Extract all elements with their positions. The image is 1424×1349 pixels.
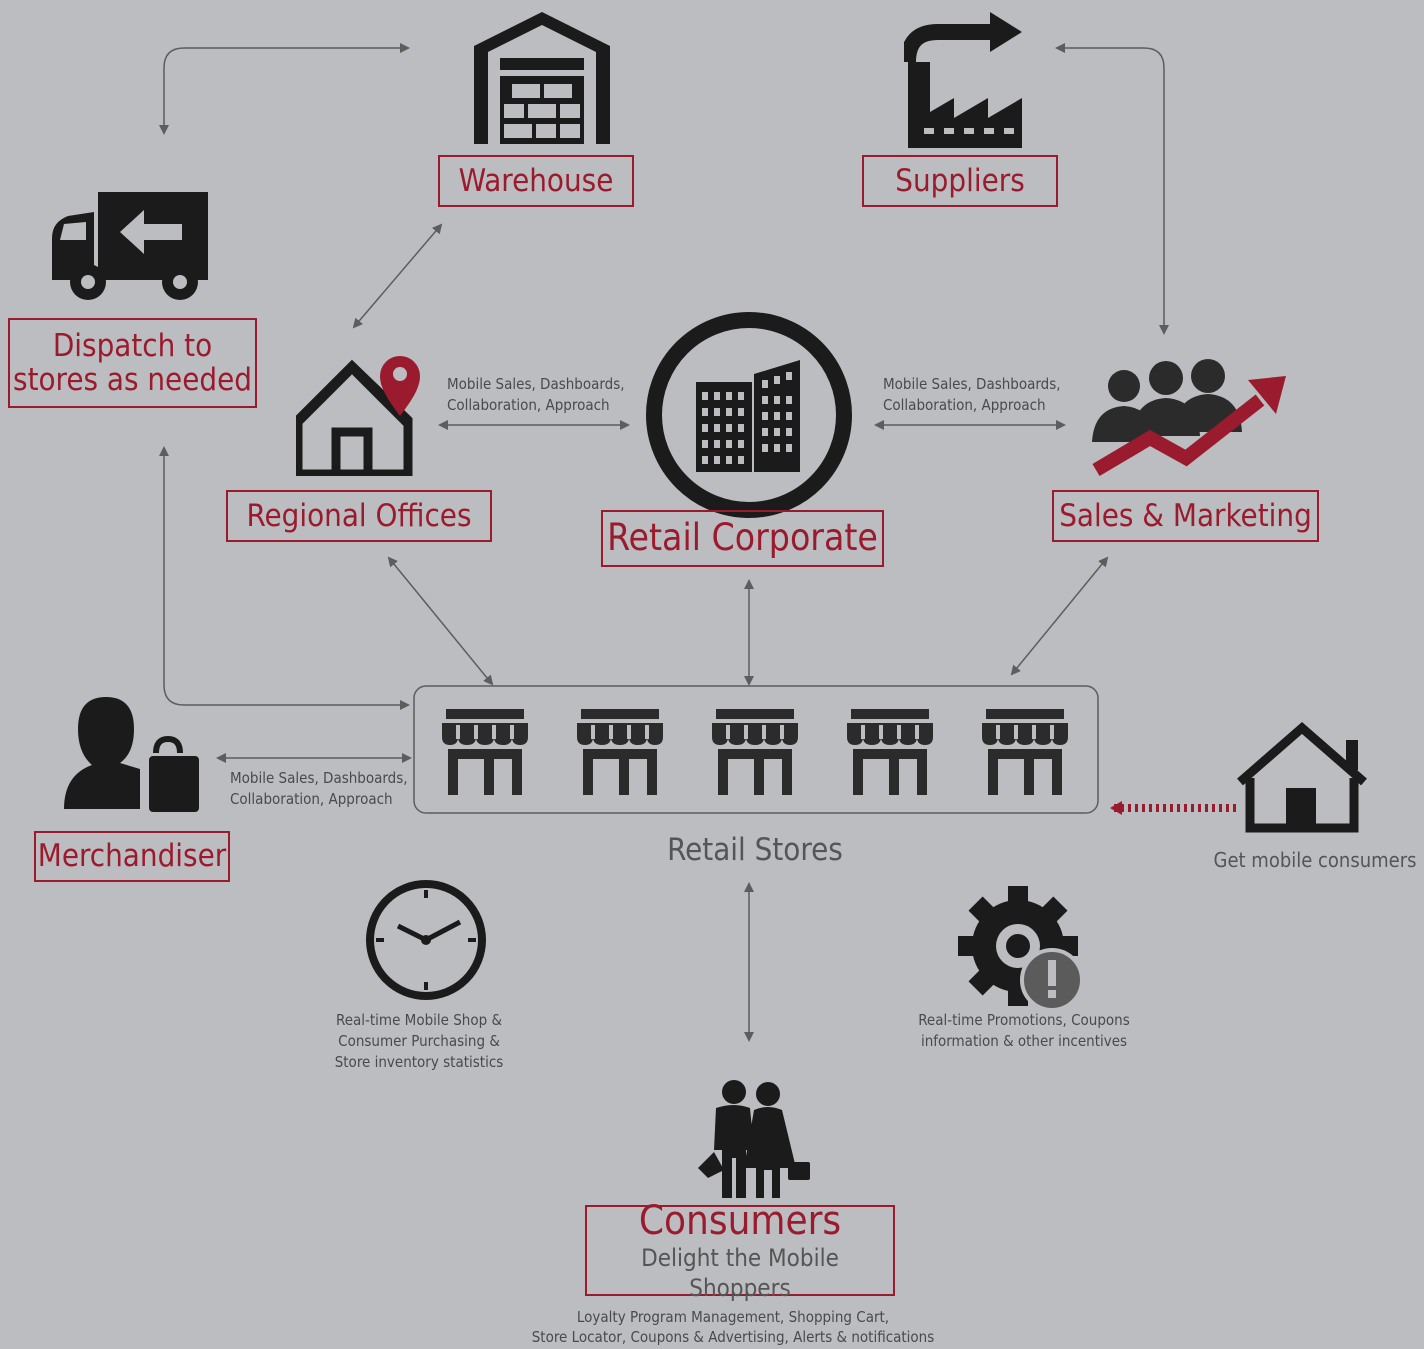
note-line: Collaboration, Approach <box>230 790 393 808</box>
shoppers-icon <box>698 1080 810 1198</box>
corporate-building-icon <box>646 312 852 518</box>
arrow-sales-stores <box>1010 556 1109 676</box>
retail-stores-label: Retail Stores <box>667 832 843 868</box>
note-line: Store inventory statistics <box>334 1053 504 1071</box>
truck-icon <box>52 192 208 300</box>
note-line: Mobile Sales, Dashboards, <box>447 375 625 393</box>
store-icon <box>442 709 528 795</box>
regional-offices-label: Regional Offices <box>226 490 492 542</box>
store-icon <box>577 709 663 795</box>
sales-marketing-label: Sales & Marketing <box>1052 490 1319 542</box>
home-icon <box>1237 722 1367 833</box>
consumers-subtitle: Delight the Mobile Shoppers <box>641 1243 839 1302</box>
dispatch-line-1: Dispatch to <box>52 327 213 364</box>
merchandiser-label: Merchandiser <box>34 831 230 882</box>
note-gear: Real-time Promotions, Coupons informatio… <box>890 1010 1158 1052</box>
suppliers-label: Suppliers <box>862 155 1058 207</box>
merchandiser-icon <box>64 697 201 814</box>
note-line: Mobile Sales, Dashboards, <box>230 769 408 787</box>
retail-stores-panel <box>413 685 1099 814</box>
gear-alert-icon <box>958 886 1084 1012</box>
warehouse-icon <box>474 12 610 144</box>
factory-icon <box>904 12 1022 148</box>
house-pin-icon <box>296 356 420 476</box>
note-line: Loyalty Program Management, Shopping Car… <box>576 1308 890 1326</box>
note-corporate-sales: Mobile Sales, Dashboards, Collaboration,… <box>883 374 1061 416</box>
store-icon <box>982 709 1068 795</box>
arrow-regional-stores <box>387 556 494 686</box>
note-line: Store Locator, Coupons & Advertising, Al… <box>531 1328 935 1346</box>
note-line: Mobile Sales, Dashboards, <box>883 375 1061 393</box>
consumers-title: Consumers <box>638 1197 842 1244</box>
clock-icon <box>366 880 486 1000</box>
note-consumers: Loyalty Program Management, Shopping Car… <box>500 1307 966 1347</box>
note-regional-corporate: Mobile Sales, Dashboards, Collaboration,… <box>447 374 625 416</box>
consumers-label: Consumers Delight the Mobile Shoppers <box>585 1199 895 1302</box>
note-line: Collaboration, Approach <box>447 396 610 414</box>
mobile-consumers-label: Get mobile consumers <box>1213 848 1417 872</box>
note-line: information & other incentives <box>920 1032 1128 1050</box>
retail-corporate-label: Retail Corporate <box>601 510 884 567</box>
note-line: Consumer Purchasing & <box>338 1032 500 1050</box>
note-clock: Real-time Mobile Shop & Consumer Purchas… <box>300 1010 538 1073</box>
dispatch-label: Dispatch to stores as needed <box>8 318 257 408</box>
note-merchandiser-stores: Mobile Sales, Dashboards, Collaboration,… <box>230 768 408 810</box>
note-line: Real-time Promotions, Coupons <box>918 1011 1130 1029</box>
store-icon <box>847 709 933 795</box>
arrow-truck-warehouse <box>159 43 410 135</box>
warehouse-label: Warehouse <box>438 155 634 207</box>
arrow-warehouse-regional <box>352 223 443 329</box>
store-icon <box>712 709 798 795</box>
dispatch-line-2: stores as needed <box>13 362 252 398</box>
sales-growth-icon <box>1092 359 1286 477</box>
note-line: Collaboration, Approach <box>883 396 1046 414</box>
note-line: Real-time Mobile Shop & <box>336 1011 502 1029</box>
arrow-dispatch-stores <box>159 446 410 710</box>
arrow-suppliers-sales <box>1055 43 1169 335</box>
